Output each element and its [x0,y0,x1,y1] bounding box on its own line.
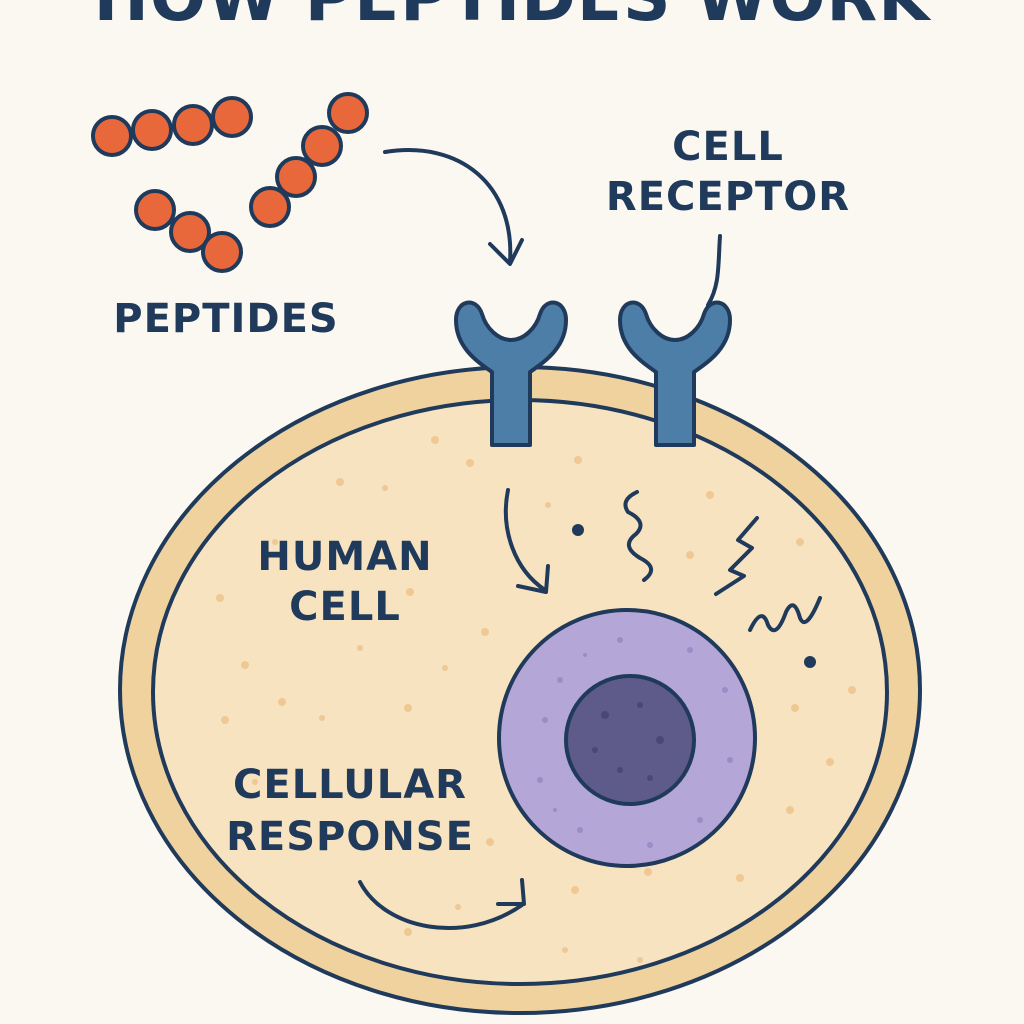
human-cell-label-line-1: HUMAN [257,534,432,580]
signal-dot [804,656,816,668]
signal-squiggle-icon [714,516,759,596]
peptide-chain-icon [91,96,253,157]
signal-squiggle-icon [748,596,822,633]
peptide-chains [91,92,369,273]
human-cell: HUMAN CELL CELLULAR RESPONSE [118,365,922,1015]
diagram-title: HOW PEPTIDES WORK [94,0,933,36]
cell-receptor-icon [618,300,732,447]
arrow-icon [383,148,524,266]
signal-squiggle-icon [623,490,653,582]
cellular-response-label-line-2: RESPONSE [226,814,474,860]
nucleolus [564,674,696,806]
arrow-icon [358,878,526,931]
cell-receptor-label-line-2: RECEPTOR [606,174,850,220]
cellular-response-label-line-1: CELLULAR [233,762,467,808]
peptide-chain-icon [134,189,243,273]
signal-dot [572,524,584,536]
cell-receptor-label-line-1: CELL [672,124,784,170]
cell-receptor-icon [454,300,568,447]
nucleus [497,608,757,868]
cytoplasm-speckles [216,436,856,963]
arrow-icon [503,488,550,594]
peptide-chain-icon [249,92,369,228]
receptor-pointer-line [706,234,722,307]
signal-squiggles [623,490,822,633]
peptides-label: PEPTIDES [113,296,338,342]
human-cell-label-line-2: CELL [289,584,401,630]
